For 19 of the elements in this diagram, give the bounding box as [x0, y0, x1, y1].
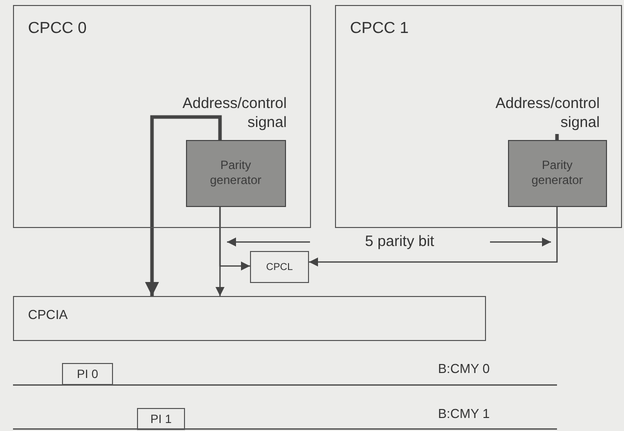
bus-label: B:CMY 1	[438, 406, 490, 421]
interface-tag: PI 0	[62, 363, 113, 385]
interface-block	[13, 296, 486, 341]
connector-arrow	[145, 115, 222, 296]
block-title: CPCC 0	[28, 20, 87, 38]
processor-block	[335, 5, 622, 228]
interface-tag: PI 1	[137, 408, 185, 430]
logic-box: CPCL	[250, 251, 309, 283]
connector-arrow	[219, 207, 250, 271]
bus-label: B:CMY 0	[438, 361, 490, 376]
signal-label: Address/control signal	[472, 94, 600, 134]
connector-arrow	[309, 207, 558, 267]
parity-generator-box: Parity generator	[508, 140, 607, 207]
block-title: CPCIA	[28, 307, 68, 322]
dimension-label: 5 parity bit	[365, 233, 434, 250]
parity-generator-box: Parity generator	[186, 140, 286, 207]
processor-block	[13, 5, 311, 228]
block-title: CPCC 1	[350, 20, 409, 38]
signal-label: Address/control signal	[160, 94, 287, 134]
